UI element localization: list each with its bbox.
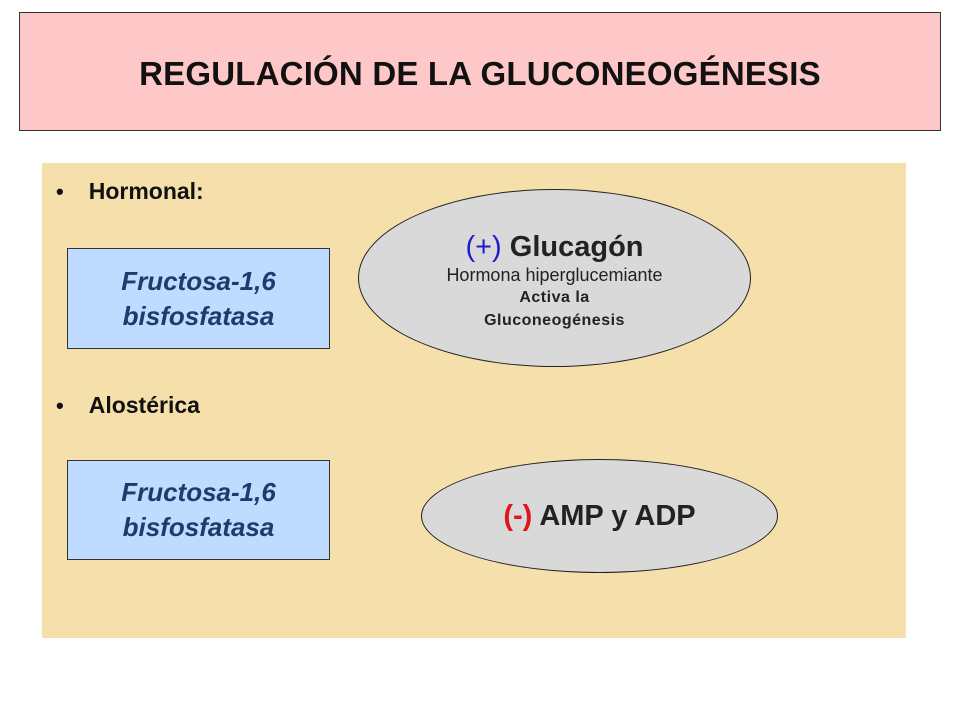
enzyme-name-line1: Fructosa-1,6: [121, 265, 276, 296]
amp-adp-name: AMP y ADP: [539, 499, 696, 532]
amp-adp-ellipse: (-) AMP y ADP: [421, 459, 778, 573]
bullet-allosteric: • Alostérica: [56, 392, 200, 419]
enzyme-name-line2: bisfosfatasa: [122, 300, 275, 331]
bullet-hormonal: • Hormonal:: [56, 178, 204, 205]
amp-adp-title: (-) AMP y ADP: [503, 500, 695, 533]
slide-title: REGULACIÓN DE LA GLUCONEOGÉNESIS: [139, 55, 821, 92]
enzyme-box-hormonal: Fructosa-1,6 bisfosfatasa: [67, 248, 330, 349]
glucagon-effect-line1: Activa la: [519, 289, 590, 306]
glucagon-subtitle: Hormona hiperglucemiante: [446, 265, 663, 285]
positive-sign: (+): [465, 231, 502, 263]
glucagon-name: Glucagón: [509, 231, 644, 263]
bullet-icon: •: [56, 392, 64, 418]
title-banner: REGULACIÓN DE LA GLUCONEOGÉNESIS: [19, 12, 941, 131]
enzyme-name-line1: Fructosa-1,6: [121, 477, 276, 507]
glucagon-ellipse: (+) Glucagón Hormona hiperglucemiante Ac…: [358, 189, 751, 367]
enzyme-name-line2: bisfosfatasa: [122, 512, 275, 542]
glucagon-effect-line2: Gluconeogénesis: [484, 312, 625, 329]
glucagon-title: (+) Glucagón: [465, 230, 643, 264]
bullet-hormonal-label: Hormonal:: [88, 178, 204, 204]
negative-sign: (-): [503, 499, 533, 532]
bullet-allosteric-label: Alostérica: [88, 392, 200, 418]
enzyme-box-allosteric: Fructosa-1,6 bisfosfatasa: [67, 460, 330, 560]
bullet-icon: •: [56, 178, 64, 204]
